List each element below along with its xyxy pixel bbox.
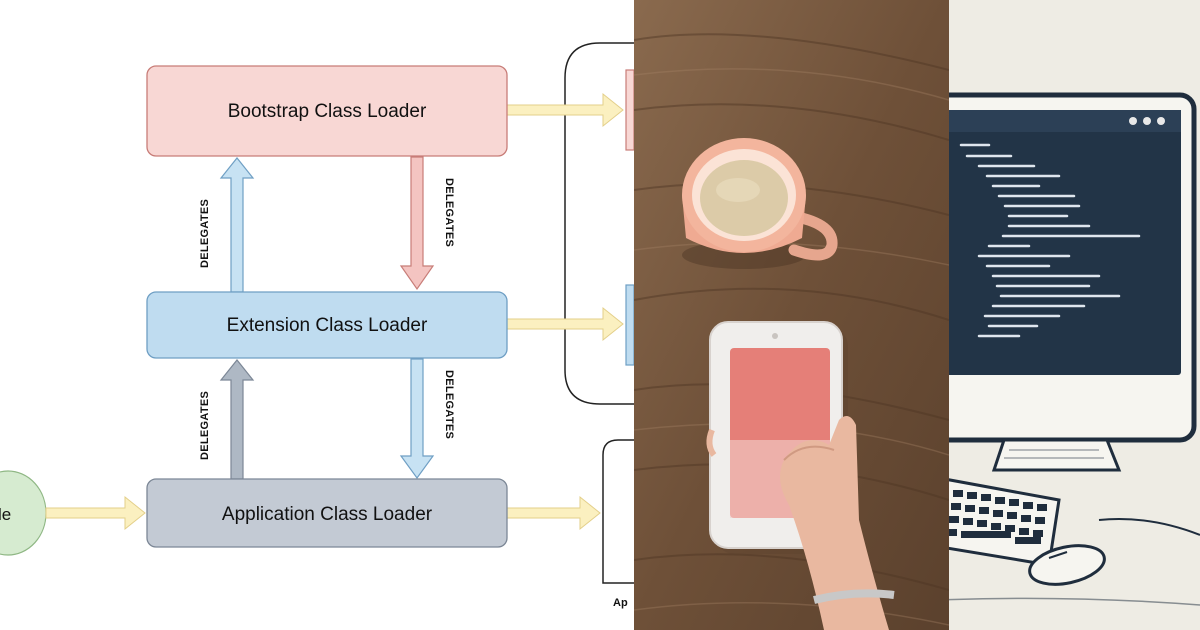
mouse-icon [949,518,1200,606]
delegates-label-2: DELEGATES [443,178,455,247]
class-loader-diagram: le DELEGATES DELEGATES DELEGATES DELEGAT… [0,42,634,609]
bootstrap-loader-box [146,65,508,157]
hand-icon [706,416,895,630]
delegate-down-arrow-boot-to-ext [399,156,435,291]
source-label: le [0,505,11,524]
monitor-icon [949,92,1197,472]
computer-sketch [949,0,1200,630]
sketch-canvas [949,0,1200,630]
diagram-canvas: le DELEGATES DELEGATES DELEGATES DELEGAT… [0,42,634,609]
delegate-down-arrow-ext-to-app [399,358,435,480]
bootstrap-output-arrow [506,92,624,128]
delegate-up-arrow-ext-to-boot [219,157,255,293]
bottom-caption: Ap [613,597,628,609]
photo-canvas [634,0,949,630]
parent-loaders-container [564,42,634,405]
delegate-up-arrow-app-to-ext [219,359,255,480]
extension-loader-label: Extension Class Loader [227,315,428,336]
keyboard-icon [949,478,1061,567]
source-to-application-arrow [45,495,146,531]
extension-output-arrow [506,306,624,342]
bootstrap-loader-label: Bootstrap Class Loader [228,101,427,122]
code-lines [959,143,1141,338]
application-loader-box [146,478,508,548]
yellow-arrows [45,92,624,531]
delegates-label-4: DELEGATES [443,370,455,439]
delegates-label-3: DELEGATES [199,391,211,460]
application-loader-label: Application Class Loader [222,504,433,525]
delegates-label-1: DELEGATES [199,199,211,268]
coffee-mug-icon [682,138,838,269]
app-container [602,439,634,584]
extension-loader-box [146,291,508,359]
application-output-arrow [506,495,601,531]
extension-target-box [625,284,634,366]
bootstrap-target-box [625,69,634,151]
desk-photo [634,0,949,630]
